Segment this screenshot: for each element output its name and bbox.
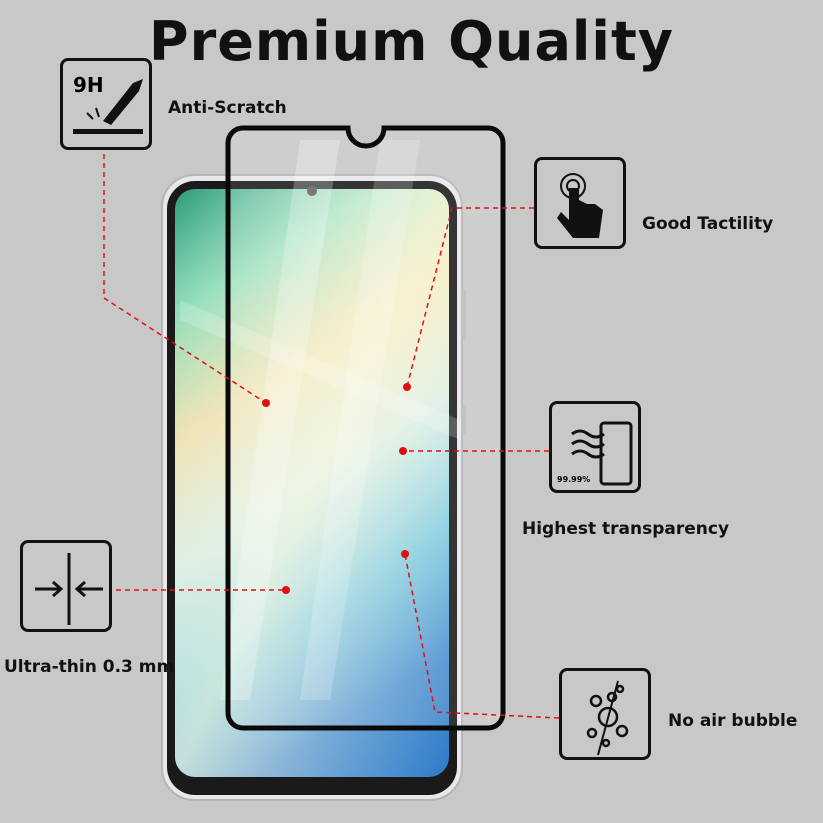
anti-scratch-label: Anti-Scratch [168, 98, 287, 118]
bubbles-icon [586, 680, 629, 756]
transparency-icon-box: 99.99% [549, 401, 641, 493]
anti-scratch-icon-box: 9H [60, 58, 152, 150]
callout-dot [401, 550, 409, 558]
knife-scratch-icon [73, 79, 143, 134]
ultra-thin-icon-box [20, 540, 112, 632]
tactility-label: Good Tactility [642, 214, 774, 234]
9h-text: 9H [73, 73, 104, 97]
thin-arrows-icon [35, 553, 103, 625]
callout-dot [262, 399, 270, 407]
page-title: Premium Quality [149, 10, 674, 73]
no-bubble-label: No air bubble [668, 711, 798, 731]
transparency-percent: 99.99% [557, 475, 591, 484]
ultra-thin-label: Ultra-thin 0.3 mm [4, 657, 175, 677]
callout-lines [103, 154, 560, 719]
callout-dot [399, 447, 407, 455]
no-bubble-icon-box [559, 668, 651, 760]
callout-dot [403, 383, 411, 391]
transparency-waves-icon [571, 421, 633, 486]
transparency-label: Highest transparency [522, 519, 730, 539]
screen-protector-outline [225, 125, 506, 731]
callout-dot [282, 586, 290, 594]
camera-icon [307, 186, 317, 196]
finger-touch-icon [557, 173, 603, 238]
tactility-icon-box [534, 157, 626, 249]
